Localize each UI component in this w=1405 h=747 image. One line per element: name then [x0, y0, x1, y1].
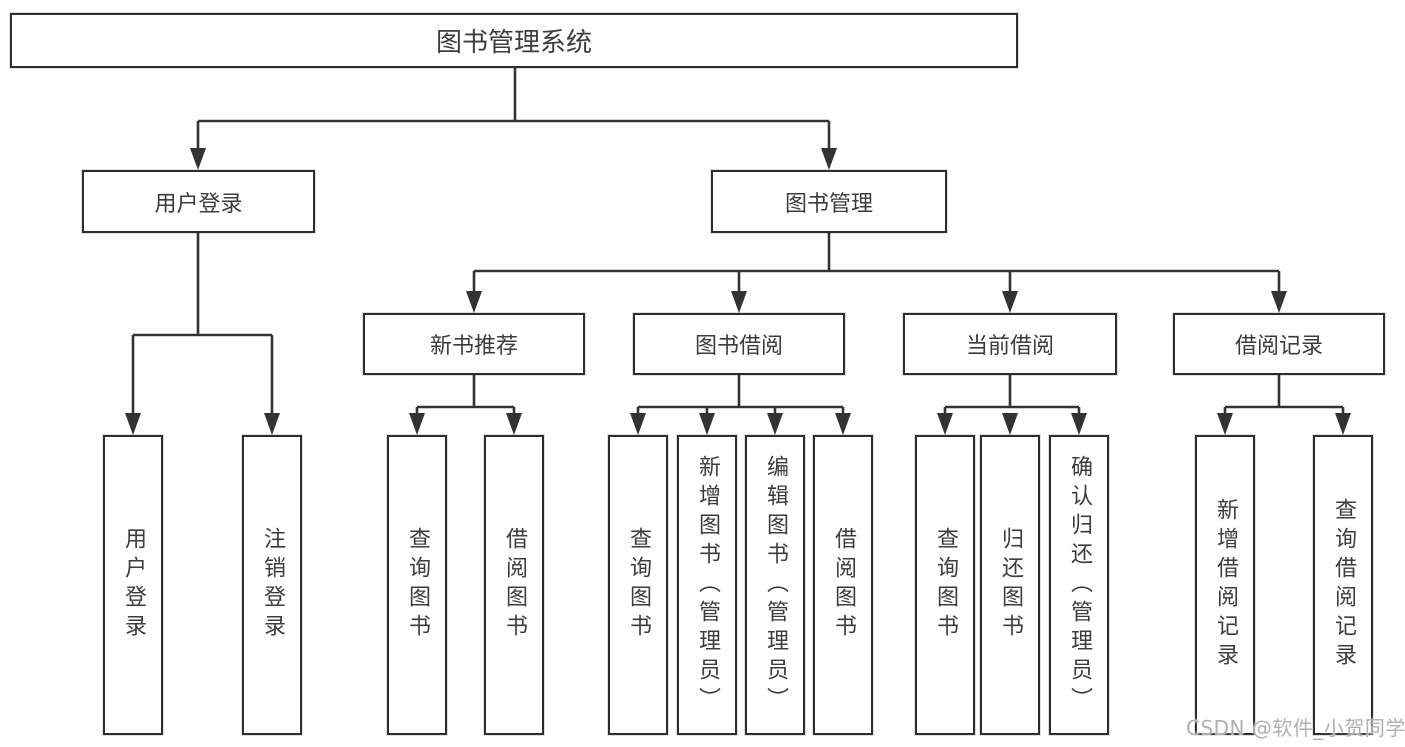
node-label: 查询图书: [626, 527, 651, 643]
node-label: 确认归还（管理员）: [1067, 454, 1092, 716]
node-borrow-books-borrowing: 借阅图书: [813, 435, 873, 735]
node-label: 图书借阅: [694, 334, 783, 359]
node-label: 查询图书: [405, 527, 430, 643]
node-logout-leaf: 注销登录: [242, 435, 302, 735]
node-label: 当前借阅: [965, 334, 1054, 359]
node-label: 借阅记录: [1234, 334, 1323, 359]
node-book-management: 图书管理: [711, 170, 947, 233]
csdn-watermark: CSDN @软件_小贺同学: [1186, 716, 1405, 740]
node-label: 图书管理系统: [435, 28, 592, 58]
node-add-borrow-record: 新增借阅记录: [1195, 435, 1255, 735]
node-borrow-books-recommend: 借阅图书: [484, 435, 544, 735]
node-label: 新增借阅记录: [1213, 498, 1238, 672]
node-current-borrowing: 当前借阅: [903, 313, 1117, 375]
connector-book-borrow-to-leaves: [630, 375, 851, 435]
node-confirm-return-admin: 确认归还（管理员）: [1049, 435, 1109, 735]
node-label: 借阅图书: [831, 527, 856, 643]
node-label: 归还图书: [998, 527, 1023, 643]
node-label: 新增图书（管理员）: [695, 454, 720, 716]
node-label: 编辑图书（管理员）: [763, 454, 788, 716]
node-return-books: 归还图书: [980, 435, 1040, 735]
connector-book-mgmt-to-level3: [466, 233, 1287, 313]
node-label: 注销登录: [260, 527, 285, 643]
connector-new-book-to-leaves: [409, 375, 522, 435]
node-label: 用户登录: [121, 527, 146, 643]
node-label: 查询图书: [933, 527, 958, 643]
node-label: 借阅图书: [502, 527, 527, 643]
node-new-book-recommend: 新书推荐: [363, 313, 585, 375]
node-query-books-recommend: 查询图书: [387, 435, 447, 735]
node-user-login-branch: 用户登录: [82, 170, 315, 233]
connector-root-to-level2: [190, 68, 837, 170]
node-query-books-borrowing: 查询图书: [608, 435, 668, 735]
node-user-login-leaf: 用户登录: [103, 435, 163, 735]
connector-borrow-record-to-leaves: [1217, 375, 1351, 435]
node-query-borrow-record: 查询借阅记录: [1313, 435, 1373, 735]
node-label: 查询借阅记录: [1331, 498, 1356, 672]
node-add-books-admin: 新增图书（管理员）: [677, 435, 737, 735]
node-label: 新书推荐: [429, 334, 518, 359]
node-label: 用户登录: [154, 191, 243, 217]
connector-user-login-to-leaves: [125, 233, 280, 435]
node-book-borrowing: 图书借阅: [633, 313, 845, 375]
node-edit-books-admin: 编辑图书（管理员）: [745, 435, 805, 735]
node-query-books-current: 查询图书: [915, 435, 975, 735]
node-borrowing-records: 借阅记录: [1173, 313, 1385, 375]
connector-current-borrow-to-leaves: [937, 375, 1087, 435]
node-label: 图书管理: [784, 191, 873, 217]
node-library-system: 图书管理系统: [10, 13, 1018, 68]
